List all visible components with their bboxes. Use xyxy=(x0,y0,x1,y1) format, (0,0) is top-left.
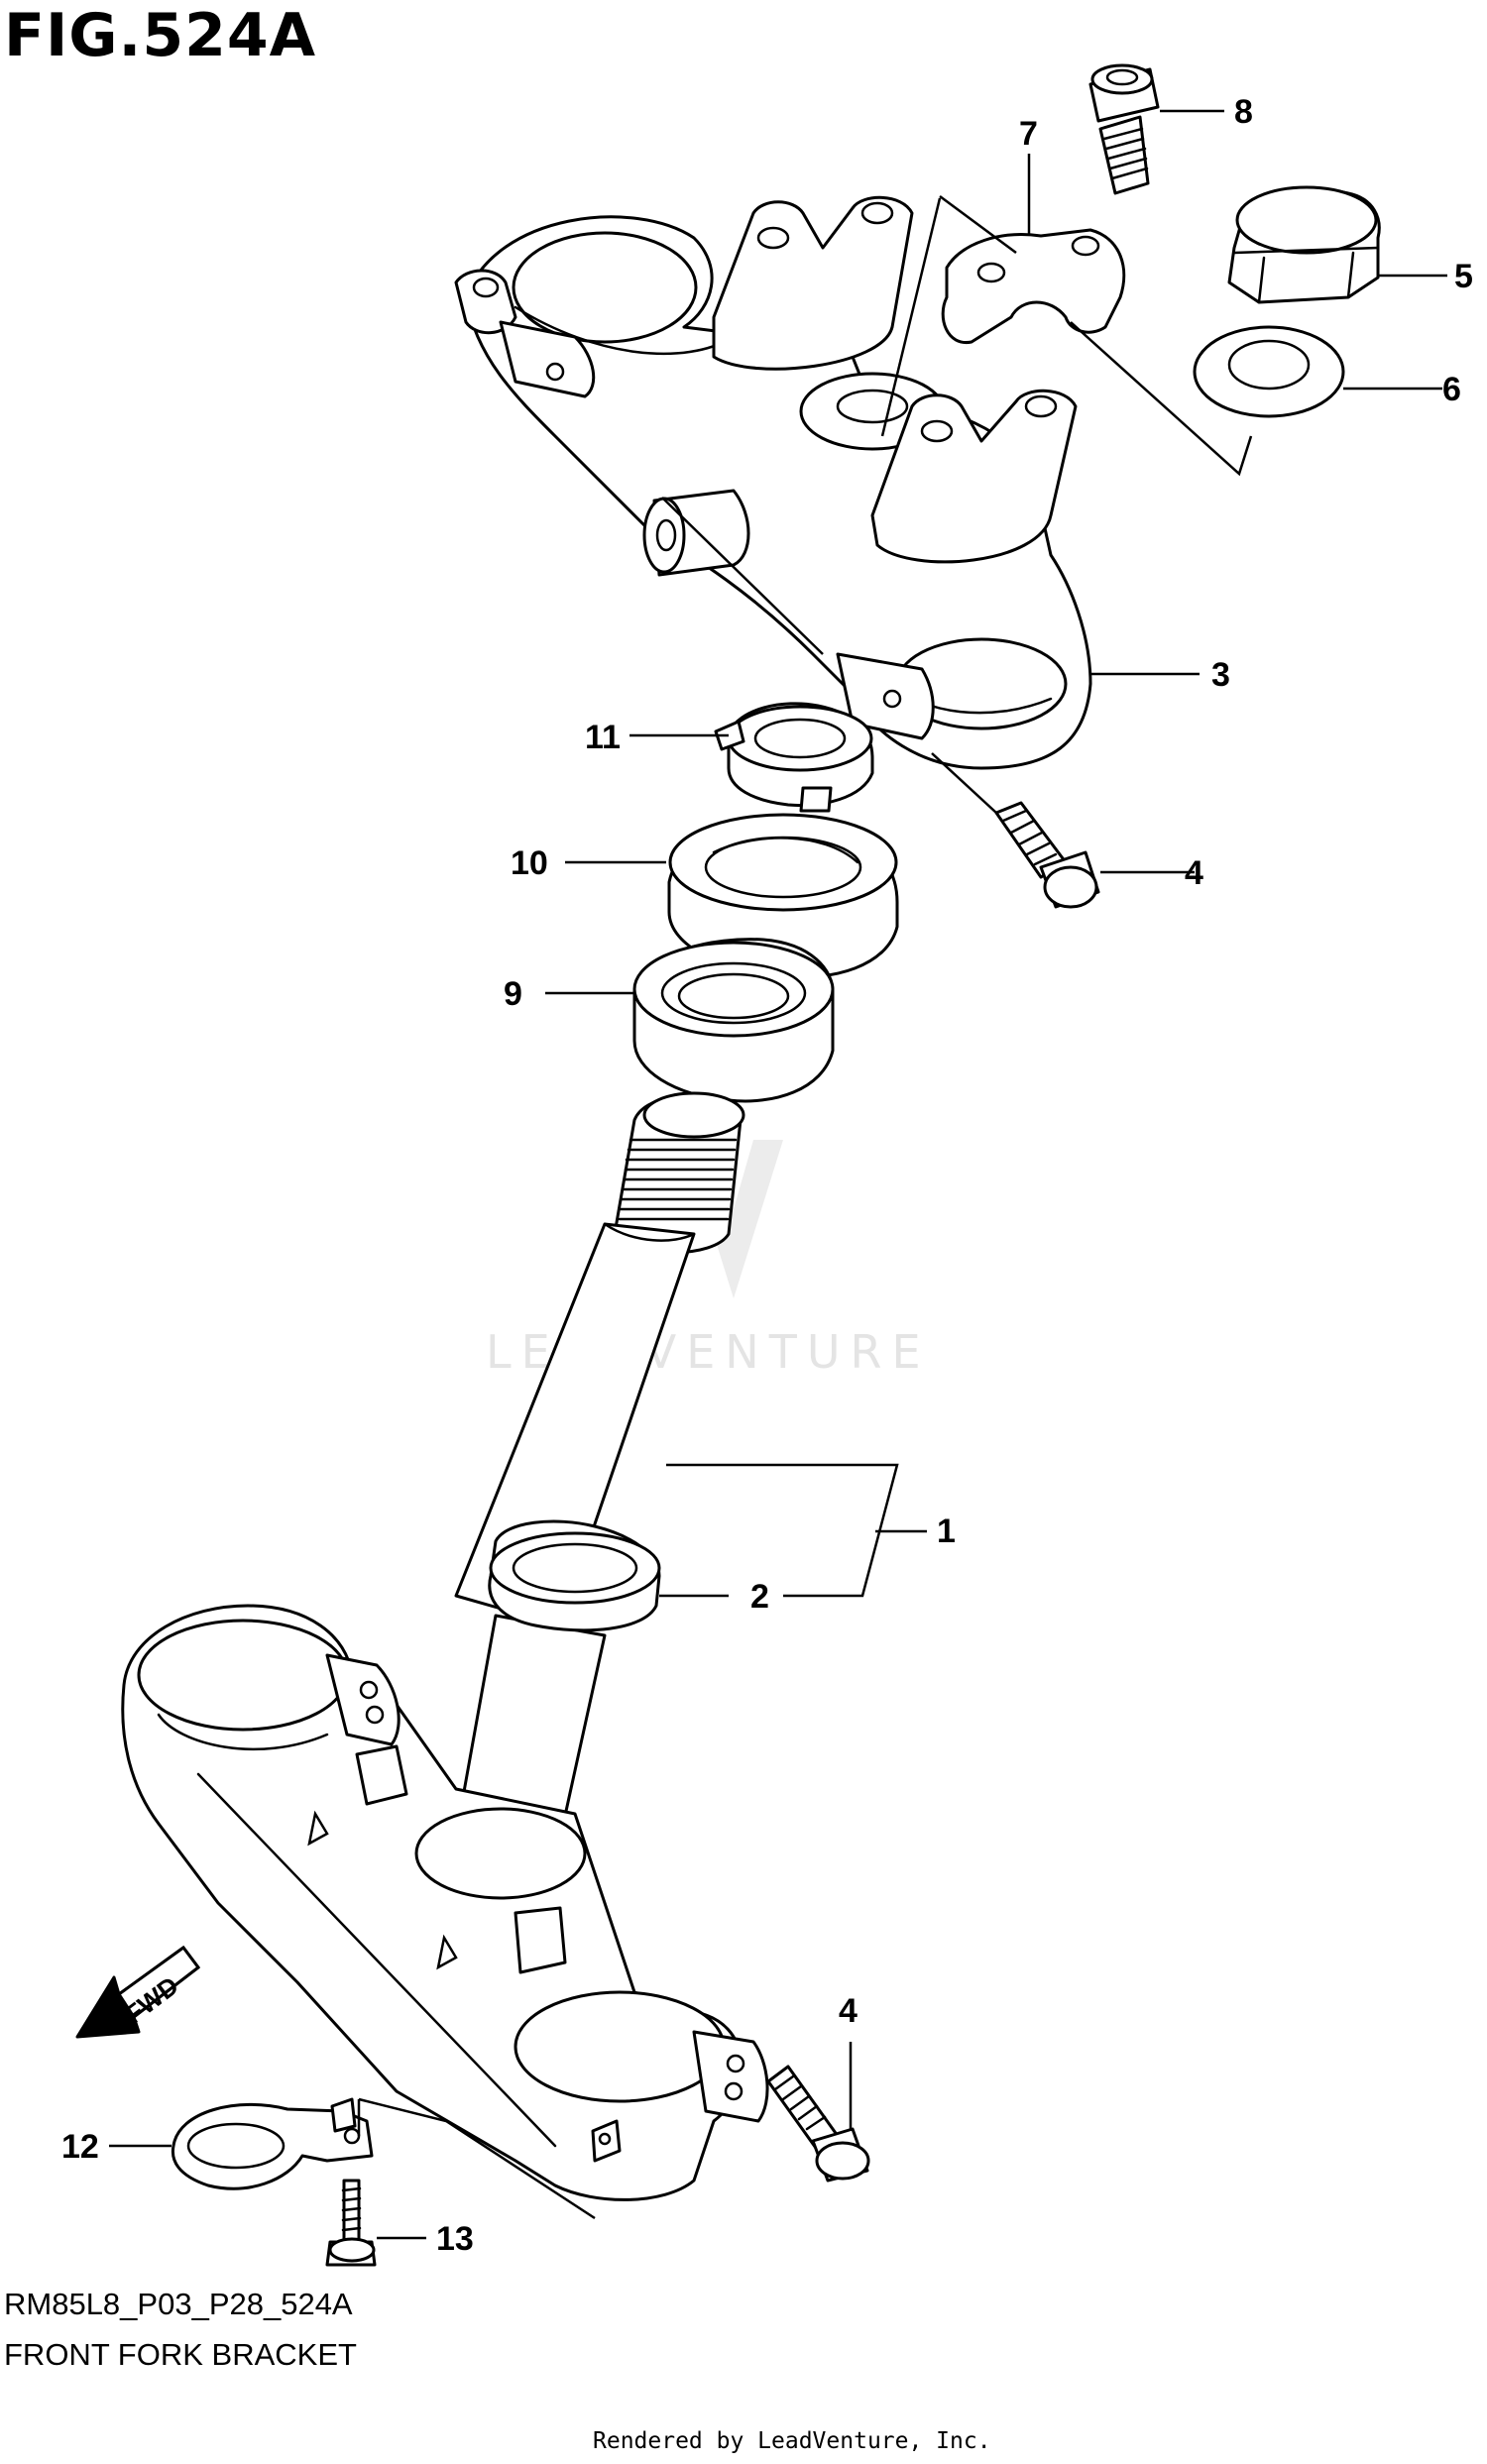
callout-1: 1 xyxy=(937,1512,956,1550)
stem-cap-nut xyxy=(1227,185,1381,304)
callout-12: 12 xyxy=(61,2128,99,2166)
callout-10: 10 xyxy=(511,844,548,882)
callout-2: 2 xyxy=(750,1578,769,1616)
steering-bearing xyxy=(632,938,835,1103)
callout-numbers: 8 7 5 6 3 4 11 10 9 1 2 4 12 13 xyxy=(61,93,1473,2258)
forward-direction-arrow: FWD xyxy=(75,1945,201,2039)
figure-title: FIG.524A xyxy=(4,1,317,70)
steering-lock-nut xyxy=(714,702,874,813)
handlebar-holder-bolt xyxy=(1088,63,1160,195)
cable-clamp xyxy=(171,2097,374,2190)
callout-13: 13 xyxy=(436,2220,474,2258)
callout-3: 3 xyxy=(1211,656,1230,694)
model-code: RM85L8_P03_P28_524A xyxy=(4,2287,353,2321)
leader-lines xyxy=(109,109,1447,2240)
callout-11: 11 xyxy=(585,719,621,756)
figure-name: FRONT FORK BRACKET xyxy=(4,2337,357,2372)
stem-washer xyxy=(1193,325,1345,418)
callout-7: 7 xyxy=(1019,115,1038,153)
upper-bracket xyxy=(454,195,1092,770)
callout-9: 9 xyxy=(504,975,522,1013)
callout-4-lower: 4 xyxy=(839,1992,858,2030)
handlebar-holder xyxy=(941,228,1126,344)
lower-dust-seal xyxy=(488,1519,661,1632)
callout-5: 5 xyxy=(1454,258,1473,295)
upper-clamp-bolt xyxy=(994,801,1100,909)
callout-4-upper: 4 xyxy=(1185,854,1203,892)
steering-stem xyxy=(449,1091,745,1885)
callout-6: 6 xyxy=(1442,371,1461,408)
callout-8: 8 xyxy=(1234,93,1253,131)
lower-clamp-bolt xyxy=(766,2065,870,2183)
lower-bracket xyxy=(121,1604,769,2201)
dust-seal xyxy=(667,813,899,979)
clamp-screw xyxy=(325,2179,377,2267)
render-credit: Rendered by LeadVenture, Inc. xyxy=(593,2428,991,2454)
